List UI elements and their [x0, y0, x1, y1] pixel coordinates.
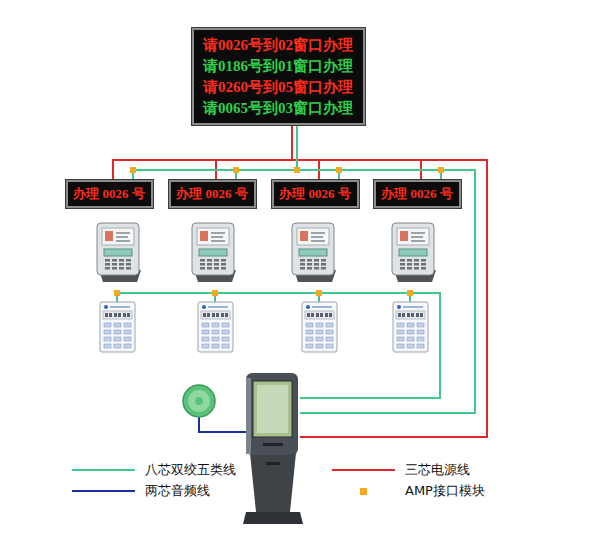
network-cable — [236, 125, 297, 180]
legend-item: 两芯音频线 — [72, 482, 210, 500]
keypad — [100, 302, 135, 352]
legend-sample — [332, 461, 395, 479]
window-message: 办理 0026 号 — [176, 185, 248, 203]
kiosk-screen — [253, 381, 292, 437]
speaker-center — [195, 397, 203, 405]
window-display: 办理 0026 号 — [66, 180, 153, 208]
legend-text: 两芯音频线 — [145, 482, 210, 500]
network-cable — [297, 125, 339, 180]
window-display: 办理 0026 号 — [169, 180, 256, 208]
legend-swatch — [360, 488, 367, 495]
display-message: 请0065号到03窗口办理 — [203, 98, 353, 119]
kiosk-highlight — [246, 378, 251, 454]
power-cable — [216, 125, 292, 180]
legend-text: 三芯电源线 — [405, 461, 470, 479]
power-cable — [113, 125, 292, 180]
caller-device — [97, 223, 141, 282]
legend-text: 八芯双绞五类线 — [145, 461, 236, 479]
legend-line-sample — [72, 469, 135, 471]
keypad — [302, 302, 337, 352]
window-display: 办理 0026 号 — [374, 180, 461, 208]
window-message: 办理 0026 号 — [73, 185, 145, 203]
audio-wire — [199, 417, 248, 432]
legend-sample — [72, 482, 135, 500]
speaker — [183, 385, 215, 417]
kiosk-head — [246, 373, 298, 455]
speaker-cone — [188, 390, 210, 412]
main-display: 请0026号到02窗口办理请0186号到01窗口办理请0260号到05窗口办理请… — [192, 28, 365, 125]
window-message: 办理 0026 号 — [381, 185, 453, 203]
caller-device — [292, 223, 336, 282]
kiosk-ticket-slot — [266, 462, 280, 465]
display-message: 请0260号到05窗口办理 — [203, 77, 353, 98]
legend-line-sample — [72, 490, 135, 492]
legend-item: 三芯电源线 — [332, 461, 470, 479]
power-cable — [292, 125, 421, 180]
legend-sample — [72, 461, 135, 479]
keypad — [198, 302, 233, 352]
kiosk-screen-inner — [257, 385, 288, 433]
display-message: 请0026号到02窗口办理 — [203, 35, 353, 56]
window-message: 办理 0026 号 — [279, 185, 351, 203]
caller-device — [392, 223, 436, 282]
legend-line-sample — [332, 469, 395, 471]
network-cable — [297, 125, 441, 180]
network-drop — [117, 293, 410, 302]
legend-sample — [332, 482, 395, 500]
legend-item: AMP接口模块 — [332, 482, 485, 500]
kiosk-slot — [263, 443, 283, 446]
legend-text: AMP接口模块 — [405, 482, 485, 500]
network-cable — [133, 125, 297, 180]
kiosk-pedestal — [250, 453, 296, 512]
display-message: 请0186号到01窗口办理 — [203, 56, 353, 77]
window-display: 办理 0026 号 — [272, 180, 359, 208]
keypad — [393, 302, 428, 352]
caller-device — [192, 223, 236, 282]
legend-item: 八芯双绞五类线 — [72, 461, 236, 479]
kiosk-base — [243, 512, 303, 524]
